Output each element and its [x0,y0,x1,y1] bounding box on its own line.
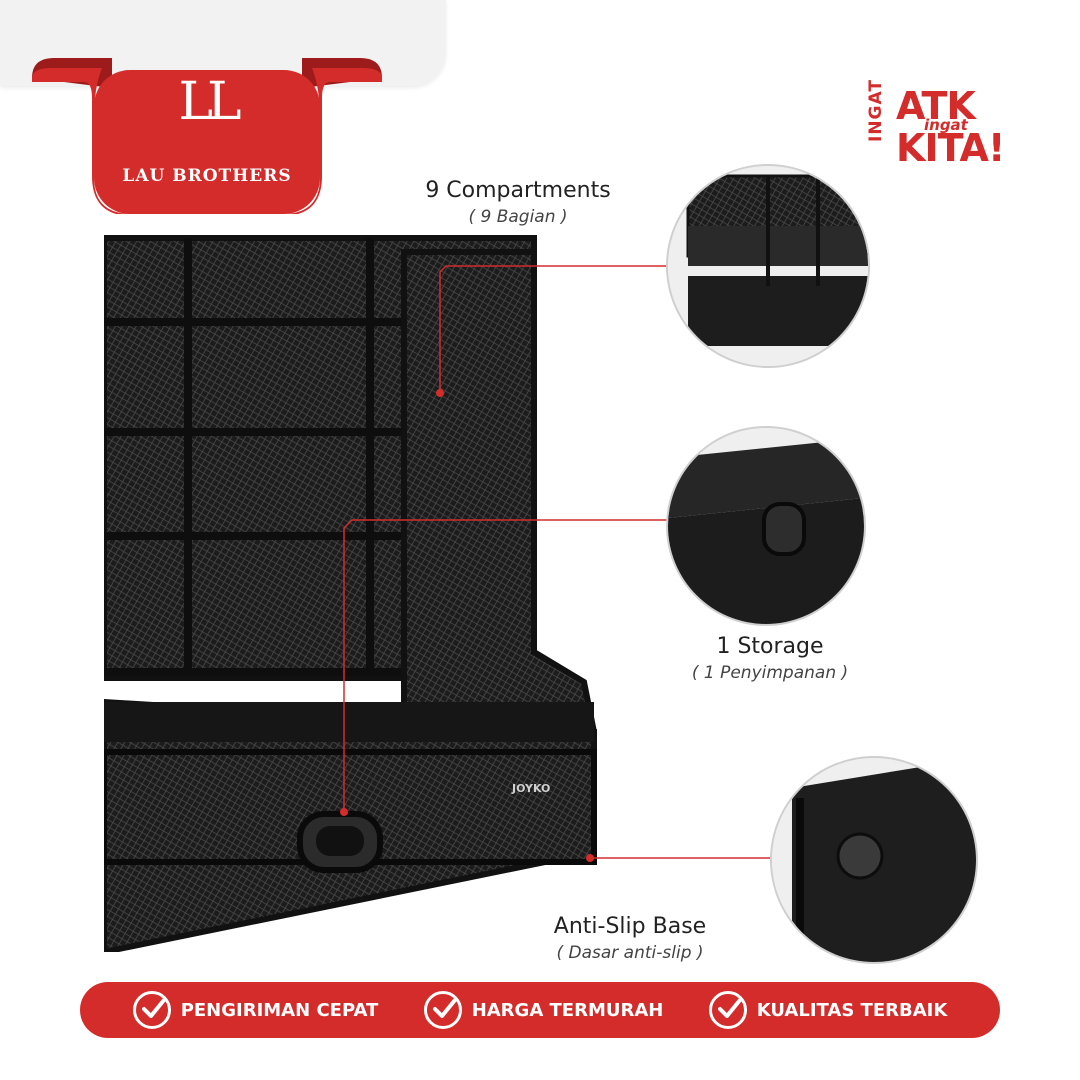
slogan-small: ingat [924,116,968,134]
detail-circle-storage [668,428,864,624]
feature-label-compartments: 9 Compartments ( 9 Bagian ) [400,178,636,227]
check-circle-icon [132,991,171,1029]
feature-id: ( 1 Penyimpanan ) [691,663,849,683]
feature-label-storage: 1 Storage ( 1 Penyimpanan ) [660,634,880,683]
feature-id: ( Dasar anti-slip ) [556,943,704,963]
slogan: INGAT ATK ingat KITA! [866,79,1026,174]
brand-name: LAU BROTHERS [122,166,292,186]
slogan-big1: ATK [896,84,976,128]
benefit-item: PENGIRIMAN CEPAT [132,991,379,1029]
detail-circle-compartments [668,166,868,366]
feature-label-anti-slip: Anti-Slip Base ( Dasar anti-slip ) [510,914,750,963]
benefit-label: KUALITAS TERBAIK [756,999,948,1021]
check-circle-icon [708,991,747,1029]
benefit-item: HARGA TERMURAH [423,991,664,1029]
brand-monogram: LL [178,72,241,132]
feature-en: Anti-Slip Base [553,914,707,939]
slogan-big2: KITA! [896,126,1005,170]
benefits-bar: PENGIRIMAN CEPAT HARGA TERMURAH KUALITAS… [80,982,1000,1038]
benefit-label: PENGIRIMAN CEPAT [180,999,379,1021]
feature-en: 1 Storage [716,634,824,659]
feature-en: 9 Compartments [425,178,611,203]
benefit-item: KUALITAS TERBAIK [708,991,948,1029]
brand-logo: LL LAU BROTHERS [32,58,382,214]
desk-organizer-image: JOYKO [104,235,597,952]
brand-ribbon [32,58,382,214]
product-brand-mark: JOYKO [511,782,550,795]
check-circle-icon [423,991,462,1029]
benefit-label: HARGA TERMURAH [471,999,664,1021]
detail-circle-anti-slip [772,758,976,962]
feature-id: ( 9 Bagian ) [468,207,568,227]
